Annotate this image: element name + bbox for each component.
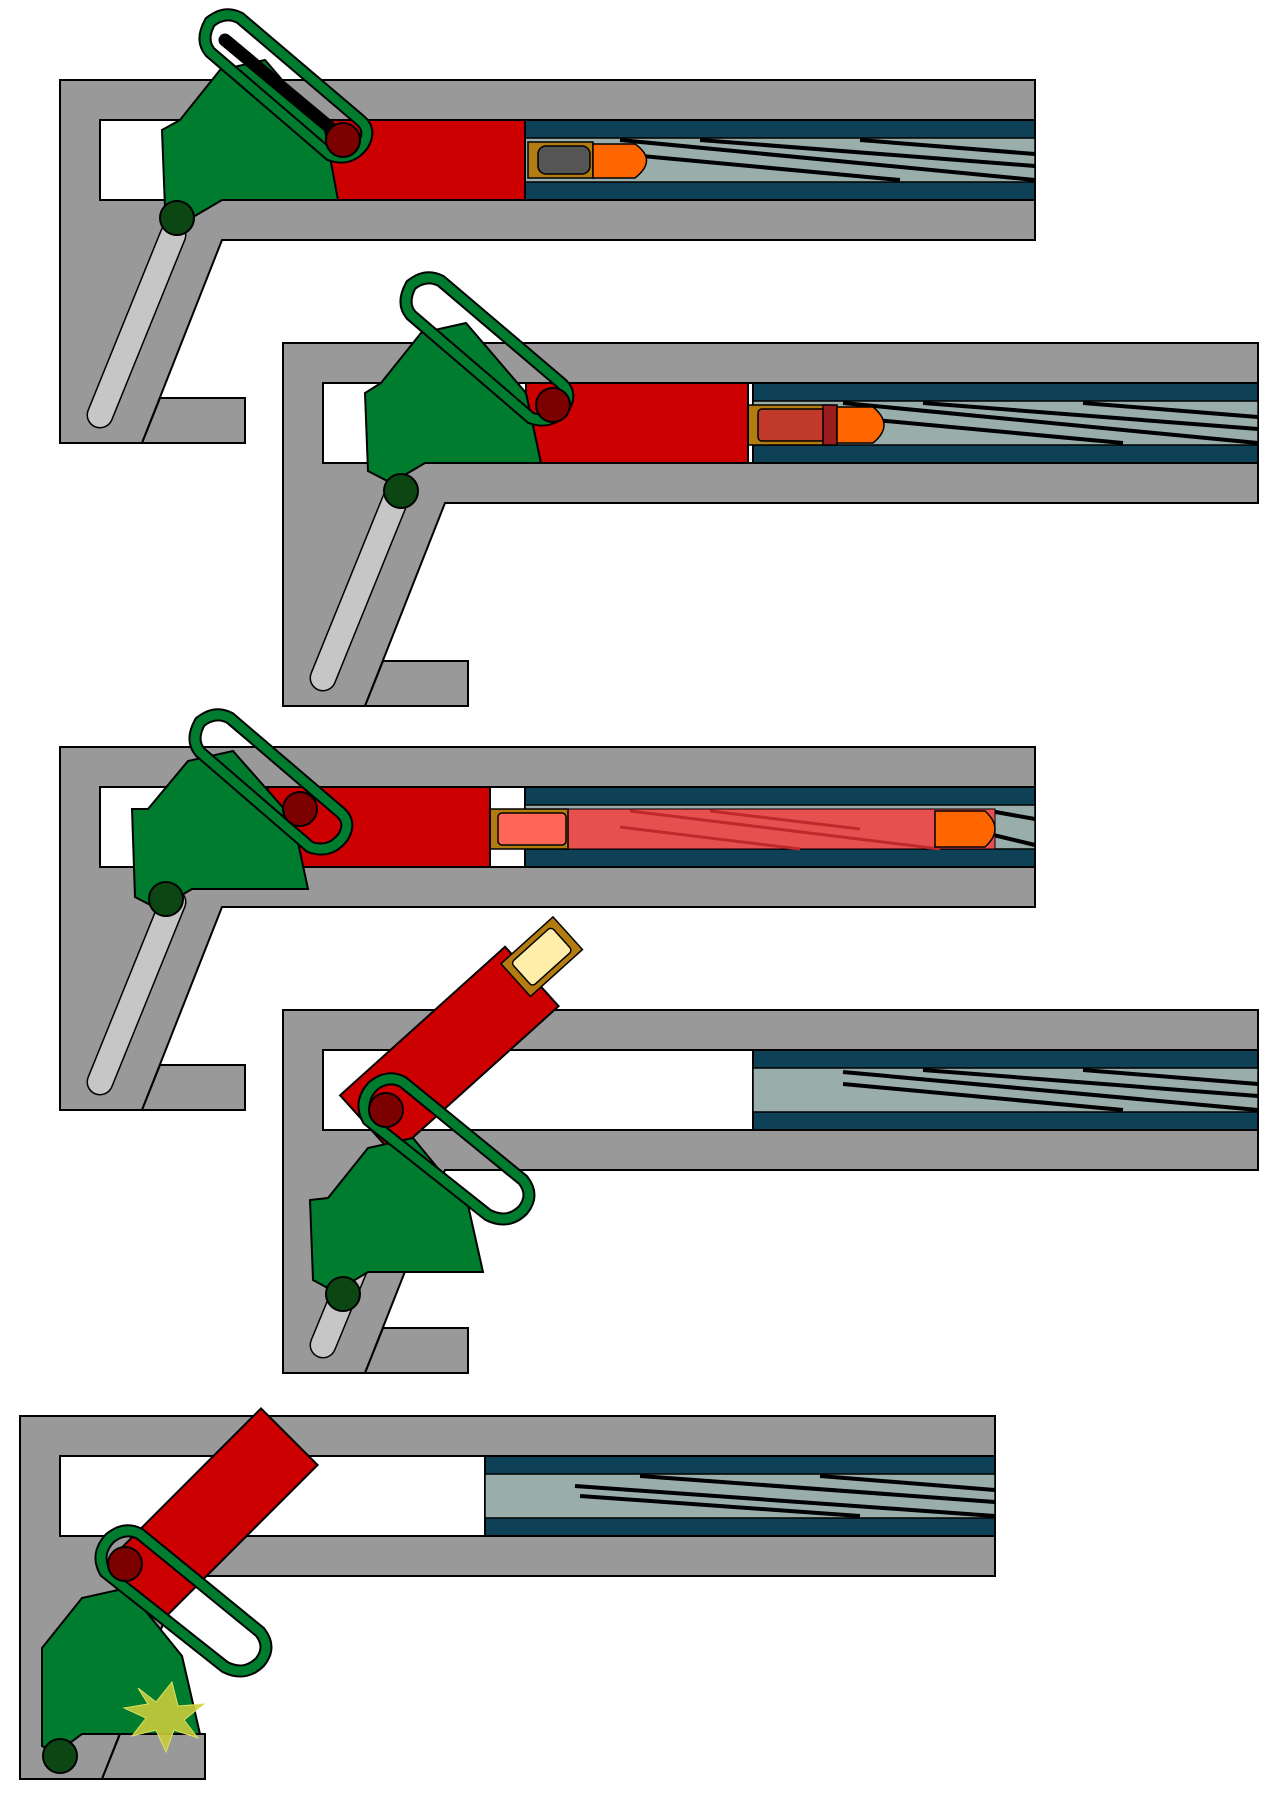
panel-2	[283, 271, 1259, 706]
toggle-link	[357, 1072, 536, 1226]
link-pin	[535, 387, 571, 423]
toggle-link	[198, 8, 374, 164]
locking-lever	[363, 321, 543, 485]
rifling	[574, 1474, 996, 1518]
gas-rifling	[619, 809, 941, 851]
lever-pivot	[325, 1276, 361, 1312]
toggle-link	[94, 1524, 273, 1678]
cartridge	[747, 404, 885, 446]
panel-3	[60, 708, 1035, 1110]
cartridge	[527, 141, 648, 179]
rifling	[619, 138, 1036, 182]
lever-pivot	[383, 473, 419, 509]
frame-trigger-guard	[100, 1733, 206, 1780]
rifling	[842, 401, 1259, 445]
rifling	[842, 1068, 1259, 1112]
lever-pivot	[42, 1738, 78, 1774]
link-pin	[107, 1546, 143, 1582]
panel-4	[282, 915, 1259, 1374]
bullet-band	[822, 404, 838, 446]
case-interior	[511, 927, 572, 986]
panel-1	[60, 8, 1036, 443]
strike-spark	[122, 1680, 206, 1754]
panel-5	[19, 1407, 996, 1780]
lever-pivot	[159, 200, 195, 236]
bullet	[934, 810, 996, 848]
bullet	[592, 143, 648, 179]
expanding-gas	[497, 812, 567, 846]
link-pin	[325, 122, 361, 158]
link-pin	[282, 791, 318, 827]
burning-powder	[757, 408, 829, 442]
ejected-case	[499, 915, 584, 998]
link-pin	[368, 1092, 404, 1128]
lever-pivot	[148, 881, 184, 917]
bullet	[836, 406, 885, 444]
frame-trigger-guard	[363, 1327, 469, 1374]
powder-charge	[537, 145, 591, 175]
toggle-link	[188, 708, 354, 856]
